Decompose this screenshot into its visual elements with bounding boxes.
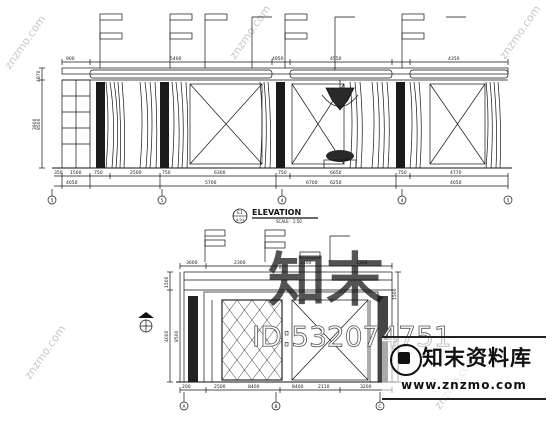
- upper-dim-total-label: 6700: [306, 180, 318, 186]
- watermark-diagonal: znzmo.com: [2, 13, 49, 72]
- watermark-brand: 知末: [268, 246, 384, 314]
- grid-marker-label: 4: [401, 198, 404, 204]
- upper-dim-top-label: 4350: [448, 56, 460, 62]
- grid-marker-label: C: [378, 404, 381, 410]
- grid-marker-label: 4: [281, 198, 284, 204]
- upper-dim-bottom-label: 750: [278, 170, 287, 176]
- upper-dim-bottom-label: 750: [162, 170, 171, 176]
- grid-marker: B: [271, 401, 281, 411]
- caption-scale: SCALE : 1:50: [276, 219, 302, 224]
- watermark-diagonal: znzmo.com: [227, 3, 274, 62]
- upper-dim-ticks: [61, 59, 509, 65]
- grid-marker-label: A: [182, 404, 186, 410]
- lower-height-label: 8500: [174, 330, 180, 342]
- lower-labels: 3600 2300 2400 4300 200 2500 8400 8400 2…: [164, 260, 398, 390]
- dark-columns: [96, 82, 405, 168]
- upper-dim-top-label: 4550: [330, 56, 342, 62]
- grid-marker: 4: [277, 195, 287, 205]
- caption-marker-sub: 4-01: [236, 217, 245, 222]
- annotation-tags: [99, 13, 466, 70]
- upper-dim-bottom-label: 2500: [130, 170, 142, 176]
- upper-dim-top-label: 900: [66, 56, 75, 62]
- upper-dim-total-label: 4050: [450, 180, 462, 186]
- lower-dim-bottom-label: 8400: [248, 384, 260, 390]
- upper-dim-bottom-label: 750: [94, 170, 103, 176]
- grid-marker-label: 5: [507, 198, 510, 204]
- caption-marker: E1: [237, 210, 243, 216]
- upper-elevation: [39, 13, 512, 196]
- lower-dim-bottom-label: 8400: [292, 384, 304, 390]
- watermark-diagonal: znzmo.com: [497, 3, 544, 62]
- upper-dim-bottom-label: 1500: [70, 170, 82, 176]
- upper-dim-bottom-label: 6650: [330, 170, 342, 176]
- upper-dim-bottom-label: 750: [398, 170, 407, 176]
- upper-dim-bottom-label: 6300: [214, 170, 226, 176]
- brand-logo-icon: [390, 344, 422, 376]
- upper-dim-total-label: 6250: [330, 180, 342, 186]
- brand-url: www.znzmo.com: [401, 378, 527, 392]
- upper-dim-top-label: 5400: [170, 56, 182, 62]
- grid-marker-label: 5: [161, 198, 164, 204]
- grid-marker: 5: [157, 195, 167, 205]
- grid-marker-label: 5: [51, 198, 54, 204]
- lower-dim-bottom-label: 2110: [318, 384, 330, 390]
- upper-height-label: 3900: [32, 118, 38, 130]
- upper-dim-bottom-label: 4770: [450, 170, 462, 176]
- grid-marker: A: [179, 401, 189, 411]
- upper-height-label: 8500: [36, 118, 42, 130]
- lower-height-label: 1500: [392, 288, 398, 300]
- lower-dim-top-label: 3600: [186, 260, 198, 266]
- lower-dim-top-label: 2300: [234, 260, 246, 266]
- lower-height-label: 4000: [164, 330, 170, 342]
- caption-title: ELEVATION: [252, 208, 301, 217]
- lower-dim-top-label: 4300: [356, 260, 368, 266]
- lower-dim-ticks: [61, 173, 509, 189]
- watermark-diagonal: znzmo.com: [22, 323, 69, 382]
- lower-dim-top-label: 2400: [300, 260, 312, 266]
- lower-grid-markers: A B C: [179, 392, 385, 411]
- curtains: [105, 81, 502, 169]
- upper-height-label: 4870: [36, 70, 42, 82]
- elevation-caption: E1 4-01 ELEVATION SCALE : 1:50: [232, 208, 318, 224]
- lower-dim-bottom-label: 200: [182, 384, 191, 390]
- grid-marker: 5: [503, 195, 513, 205]
- upper-dim-total-label: 4050: [66, 180, 78, 186]
- grid-marker: C: [375, 401, 385, 411]
- lower-dim-bottom-label: 2500: [214, 384, 226, 390]
- grid-marker-label: B: [274, 404, 277, 410]
- lower-dim-bottom-label: 3200: [360, 384, 372, 390]
- upper-height-labels: 4870 8500 3900: [32, 70, 42, 130]
- grid-marker: 5: [47, 195, 57, 205]
- lower-annotation-tags: [204, 229, 350, 262]
- grid-marker: 4: [397, 195, 407, 205]
- upper-labels: 900 5400 4950 4550 4350 350 1500 750 250…: [54, 56, 462, 186]
- chandelier: [321, 80, 359, 111]
- lower-height-label: 1500: [164, 276, 170, 288]
- brand-box: 知末资料库 www.znzmo.com: [382, 336, 546, 400]
- upper-grid-markers: 5 5 4 4 5: [47, 195, 513, 205]
- upper-dim-total-label: 5700: [205, 180, 217, 186]
- upper-dim-top-label: 4950: [272, 56, 284, 62]
- upper-dim-bottom-label: 350: [54, 170, 63, 176]
- brand-name: 知末资料库: [422, 346, 532, 370]
- lattice-pattern: [221, 299, 283, 381]
